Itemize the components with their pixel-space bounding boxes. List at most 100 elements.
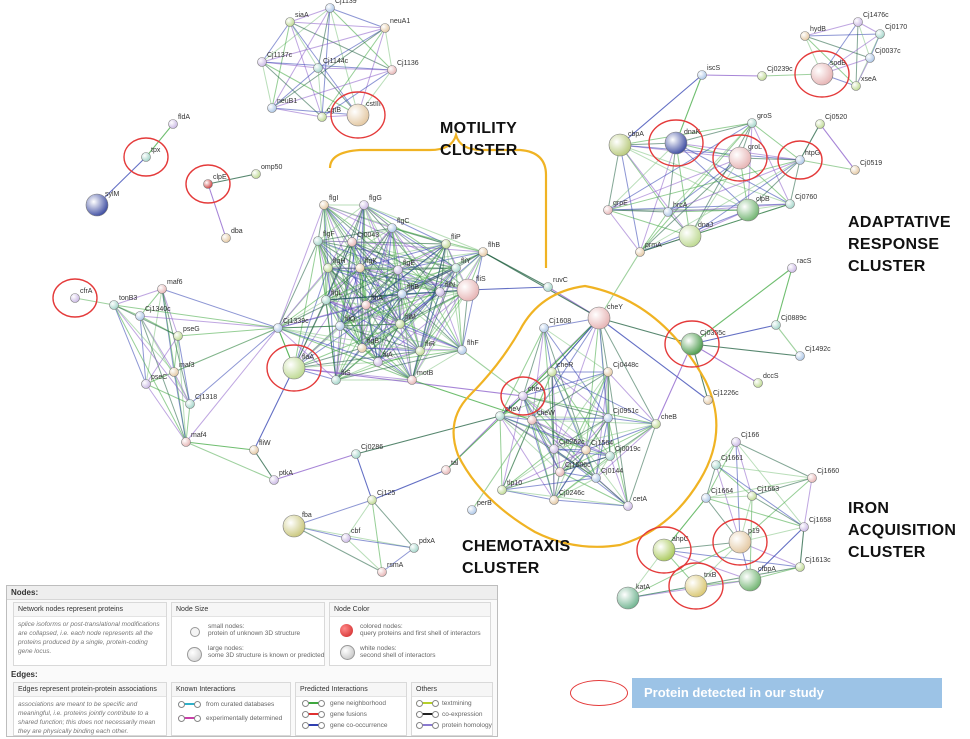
protein-node[interactable] (800, 31, 810, 41)
protein-node[interactable] (555, 467, 565, 477)
protein-node[interactable] (135, 311, 145, 321)
protein-node[interactable] (257, 57, 267, 67)
protein-node[interactable] (547, 367, 557, 377)
protein-node[interactable] (787, 263, 797, 273)
protein-node[interactable] (319, 200, 329, 210)
protein-node[interactable] (785, 199, 795, 209)
protein-node[interactable] (387, 65, 397, 75)
protein-node[interactable] (357, 343, 367, 353)
protein-node[interactable] (441, 465, 451, 475)
protein-node[interactable] (393, 265, 403, 275)
protein-node[interactable] (807, 473, 817, 483)
protein-node[interactable] (623, 501, 633, 511)
protein-node[interactable] (395, 319, 405, 329)
protein-node[interactable] (728, 530, 752, 554)
protein-node[interactable] (267, 103, 277, 113)
protein-node[interactable] (799, 522, 809, 532)
protein-node[interactable] (728, 146, 752, 170)
protein-node[interactable] (325, 3, 335, 13)
protein-node[interactable] (221, 233, 231, 243)
protein-node[interactable] (168, 119, 178, 129)
protein-node[interactable] (851, 81, 861, 91)
protein-node[interactable] (865, 53, 875, 63)
protein-node[interactable] (680, 332, 704, 356)
protein-node[interactable] (539, 323, 549, 333)
protein-node[interactable] (549, 444, 559, 454)
protein-node[interactable] (331, 375, 341, 385)
protein-node[interactable] (282, 514, 306, 538)
protein-node[interactable] (441, 239, 451, 249)
protein-node[interactable] (701, 493, 711, 503)
protein-node[interactable] (415, 346, 425, 356)
protein-node[interactable] (603, 205, 613, 215)
protein-node[interactable] (409, 543, 419, 553)
protein-node[interactable] (543, 282, 553, 292)
protein-node[interactable] (651, 419, 661, 429)
protein-node[interactable] (497, 485, 507, 495)
protein-node[interactable] (85, 193, 109, 217)
protein-node[interactable] (603, 367, 613, 377)
protein-node[interactable] (753, 378, 763, 388)
protein-node[interactable] (635, 247, 645, 257)
protein-node[interactable] (703, 395, 713, 405)
protein-node[interactable] (684, 574, 708, 598)
protein-node[interactable] (697, 70, 707, 80)
protein-node[interactable] (663, 207, 673, 217)
protein-node[interactable] (605, 451, 615, 461)
protein-node[interactable] (269, 475, 279, 485)
protein-node[interactable] (495, 411, 505, 421)
protein-node[interactable] (377, 567, 387, 577)
protein-node[interactable] (321, 295, 331, 305)
protein-node[interactable] (407, 375, 417, 385)
protein-node[interactable] (795, 351, 805, 361)
protein-node[interactable] (747, 118, 757, 128)
protein-node[interactable] (203, 179, 213, 189)
protein-node[interactable] (771, 320, 781, 330)
protein-node[interactable] (181, 437, 191, 447)
protein-node[interactable] (678, 224, 702, 248)
protein-node[interactable] (581, 445, 591, 455)
protein-node[interactable] (313, 63, 323, 73)
protein-node[interactable] (313, 236, 323, 246)
protein-node[interactable] (323, 263, 333, 273)
protein-node[interactable] (738, 568, 762, 592)
protein-node[interactable] (478, 247, 488, 257)
protein-node[interactable] (361, 300, 371, 310)
protein-node[interactable] (853, 17, 863, 27)
protein-node[interactable] (397, 289, 407, 299)
protein-node[interactable] (457, 345, 467, 355)
protein-node[interactable] (273, 323, 283, 333)
protein-node[interactable] (518, 391, 528, 401)
protein-node[interactable] (467, 505, 477, 515)
protein-node[interactable] (616, 586, 640, 610)
protein-node[interactable] (451, 263, 461, 273)
protein-node[interactable] (795, 562, 805, 572)
protein-node[interactable] (387, 223, 397, 233)
protein-node[interactable] (141, 152, 151, 162)
protein-node[interactable] (587, 306, 611, 330)
protein-node[interactable] (285, 17, 295, 27)
protein-node[interactable] (549, 495, 559, 505)
protein-node[interactable] (249, 445, 259, 455)
protein-node[interactable] (359, 200, 369, 210)
protein-node[interactable] (141, 379, 151, 389)
protein-node[interactable] (603, 413, 613, 423)
protein-node[interactable] (747, 491, 757, 501)
protein-node[interactable] (373, 357, 383, 367)
protein-node[interactable] (380, 23, 390, 33)
protein-node[interactable] (355, 263, 365, 273)
protein-node[interactable] (70, 293, 80, 303)
protein-node[interactable] (346, 103, 370, 127)
protein-node[interactable] (850, 165, 860, 175)
protein-node[interactable] (169, 367, 179, 377)
protein-node[interactable] (795, 155, 805, 165)
protein-node[interactable] (736, 198, 760, 222)
protein-node[interactable] (109, 300, 119, 310)
protein-node[interactable] (351, 449, 361, 459)
protein-node[interactable] (810, 62, 834, 86)
protein-node[interactable] (173, 331, 183, 341)
protein-node[interactable] (664, 131, 688, 155)
protein-node[interactable] (591, 473, 601, 483)
protein-node[interactable] (157, 284, 167, 294)
protein-node[interactable] (185, 399, 195, 409)
